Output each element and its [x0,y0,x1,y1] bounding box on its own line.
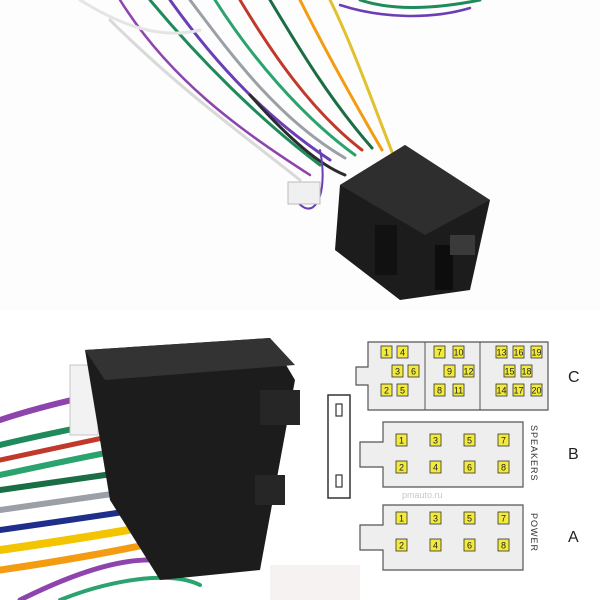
harness-photo-top [78,0,490,300]
white-plug-top [287,181,321,205]
harness-photo-bottom [0,310,600,600]
black-connector-top [335,145,490,300]
wire-bundle-top [78,0,482,210]
black-connector-bottom [85,338,300,580]
packaging [270,565,360,600]
